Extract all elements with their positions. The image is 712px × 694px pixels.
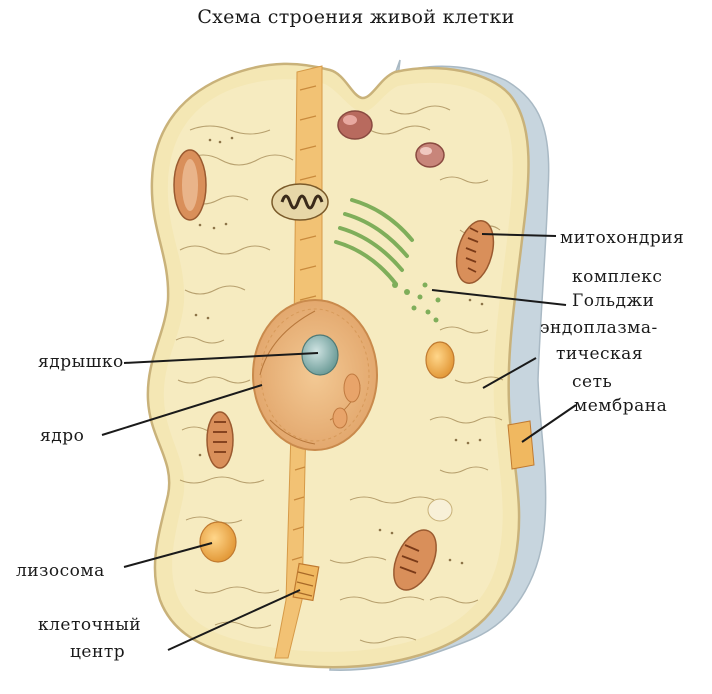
label-mitochondria: митохондрия	[560, 228, 685, 248]
lysosome-right	[425, 341, 455, 379]
label-golgi-line1: комплекс	[572, 267, 663, 287]
mitochondrion-right	[455, 220, 495, 284]
mitochondrion-left-top	[173, 149, 207, 221]
label-lysosome: лизосома	[16, 561, 105, 581]
pointer-lines	[101, 233, 577, 651]
label-golgi-line2: Гольджи	[572, 291, 655, 311]
pointer-mitochondria	[481, 233, 557, 237]
vacuole-top-highlight	[343, 115, 357, 125]
label-er-line2: тическая	[556, 344, 644, 364]
label-centrosome-line1: клеточный	[38, 615, 142, 635]
label-er-line3: сеть	[572, 372, 613, 392]
nucleus-inclusion-2	[332, 407, 348, 429]
pointer-membrane	[521, 404, 577, 443]
pointer-nucleolus	[123, 352, 319, 364]
pointer-centrosome	[167, 589, 301, 651]
pointer-lysosome	[123, 542, 213, 568]
golgi-apparatus	[334, 198, 414, 286]
vacuole-right	[415, 142, 445, 168]
pointer-er	[482, 357, 537, 389]
vacuole-top	[337, 110, 373, 140]
vesicle-pale	[427, 498, 453, 522]
nucleolus	[301, 334, 339, 376]
pointer-golgi	[431, 289, 567, 306]
golgi-vesicles	[392, 282, 441, 323]
diagram-title: Схема строения живой клетки	[197, 6, 515, 28]
label-nucleolus: ядрышко	[38, 352, 124, 372]
ribosomes	[194, 136, 484, 565]
mitochondrion-left-mid	[206, 411, 234, 469]
label-er-line1: эндоплазма-	[540, 318, 658, 338]
label-membrane: мембрана	[574, 396, 668, 416]
label-nucleus: ядро	[40, 426, 85, 446]
pointer-nucleus	[101, 384, 263, 436]
mitochondrion-bottom	[393, 529, 437, 591]
nucleus	[252, 299, 378, 451]
membrane-patch	[507, 420, 535, 470]
lysosome-left	[199, 521, 237, 563]
mitochondrion-dark	[271, 183, 329, 221]
vacuole-right-highlight	[420, 147, 432, 155]
label-centrosome-line2: центр	[70, 642, 126, 662]
nucleus-inclusion-1	[343, 373, 361, 403]
